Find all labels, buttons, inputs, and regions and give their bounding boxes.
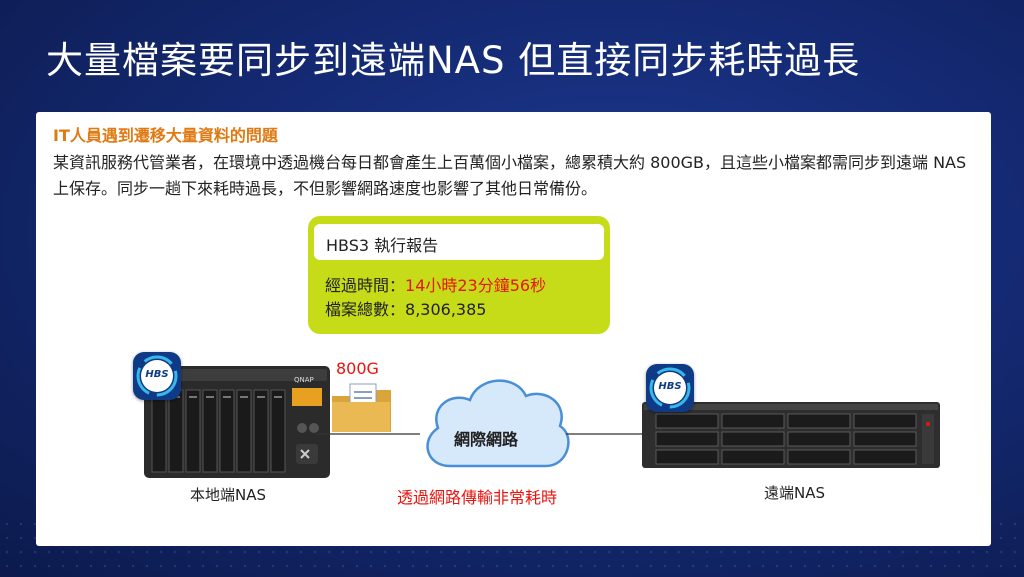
subheading: IT人員遇到遷移大量資料的問題 bbox=[53, 122, 278, 146]
hbs-app-icon-remote: HBS bbox=[646, 364, 694, 412]
hbs-badge-text: HBS bbox=[133, 369, 181, 380]
report-box: HBS3 執行報告 經過時間：14小時23分鐘56秒 檔案總數：8,306,38… bbox=[308, 216, 610, 334]
transfer-note: 透過網路傳輸非常耗時 bbox=[397, 484, 557, 508]
local-nas-label: 本地端NAS bbox=[190, 484, 266, 505]
nas-brand-label: QNAP bbox=[294, 376, 314, 384]
content-card: IT人員遇到遷移大量資料的問題 某資訊服務代管業者，在環境中透過機台每日都會產生… bbox=[36, 112, 991, 546]
transfer-arrows bbox=[316, 427, 676, 441]
report-header: HBS3 執行報告 bbox=[314, 224, 604, 260]
description: 某資訊服務代管業者，在環境中透過機台每日都會產生上百萬個小檔案，總累積大約 80… bbox=[53, 150, 983, 202]
report-title: HBS3 執行報告 bbox=[326, 232, 438, 256]
elapsed-time-label: 經過時間： bbox=[325, 276, 405, 295]
hbs-badge-text: HBS bbox=[646, 381, 694, 392]
remote-nas-icon bbox=[642, 402, 942, 472]
file-count-line: 檔案總數：8,306,385 bbox=[325, 296, 486, 320]
hbs-app-icon-local: HBS bbox=[133, 352, 181, 400]
slide-title: 大量檔案要同步到遠端NAS 但直接同步耗時過長 bbox=[46, 30, 860, 84]
cloud-icon bbox=[420, 370, 574, 474]
file-count-value: 8,306,385 bbox=[405, 300, 486, 319]
elapsed-time-value: 14小時23分鐘56秒 bbox=[405, 276, 546, 295]
data-size-label: 800G bbox=[336, 359, 379, 378]
elapsed-time-line: 經過時間：14小時23分鐘56秒 bbox=[325, 272, 546, 296]
file-count-label: 檔案總數： bbox=[325, 300, 405, 319]
remote-nas-label: 遠端NAS bbox=[764, 482, 825, 503]
